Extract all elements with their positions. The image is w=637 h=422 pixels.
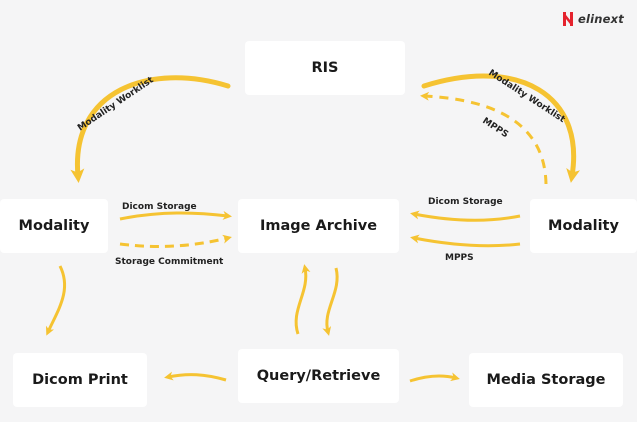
label-storage-commitment: Storage Commitment xyxy=(115,257,224,267)
label-dicom-storage-right: Dicom Storage xyxy=(428,197,503,207)
arrow-modality-worklist-left xyxy=(70,75,231,183)
arrow-storage-commitment xyxy=(119,234,232,248)
arrow-dicom-storage-right xyxy=(410,210,521,222)
node-query-retrieve-label: Query/Retrieve xyxy=(256,368,381,384)
label-mpps-bottom: MPPS xyxy=(445,253,474,263)
label-modality-worklist-left: Modality Worklist xyxy=(76,75,156,134)
node-query-retrieve: Query/Retrieve xyxy=(238,349,399,403)
node-dicom-print-label: Dicom Print xyxy=(32,372,128,388)
label-modality-worklist-right: Modality Worklist xyxy=(486,68,567,125)
arrow-dicom-storage-left xyxy=(119,210,232,221)
label-mpps-top: MPPS xyxy=(480,116,509,140)
arrow-query-to-print xyxy=(164,371,227,382)
node-media-storage-label: Media Storage xyxy=(486,372,606,388)
node-dicom-print: Dicom Print xyxy=(13,353,147,407)
node-media-storage: Media Storage xyxy=(469,353,623,407)
node-modality-right-label: Modality xyxy=(548,218,619,234)
label-dicom-storage-left: Dicom Storage xyxy=(122,202,197,212)
node-ris: RIS xyxy=(245,41,405,95)
arrow-modality-to-print xyxy=(45,265,66,336)
brand-logo: elinext xyxy=(562,10,624,28)
node-ris-label: RIS xyxy=(311,60,339,76)
arrow-modality-worklist-right xyxy=(421,73,581,183)
node-modality-right: Modality xyxy=(530,199,637,253)
arrow-mpps-top xyxy=(420,91,548,185)
node-image-archive-label: Image Archive xyxy=(259,218,378,234)
arrow-query-to-media xyxy=(409,372,460,383)
arrow-mpps-bottom xyxy=(410,234,521,248)
node-image-archive: Image Archive xyxy=(238,199,399,253)
logo-text: elinext xyxy=(578,12,624,26)
arrow-archive-to-query xyxy=(322,267,339,336)
elinext-logo-icon xyxy=(563,12,573,26)
node-modality-left: Modality xyxy=(0,199,108,253)
arrow-query-to-archive xyxy=(294,264,311,335)
node-modality-left-label: Modality xyxy=(18,218,90,234)
